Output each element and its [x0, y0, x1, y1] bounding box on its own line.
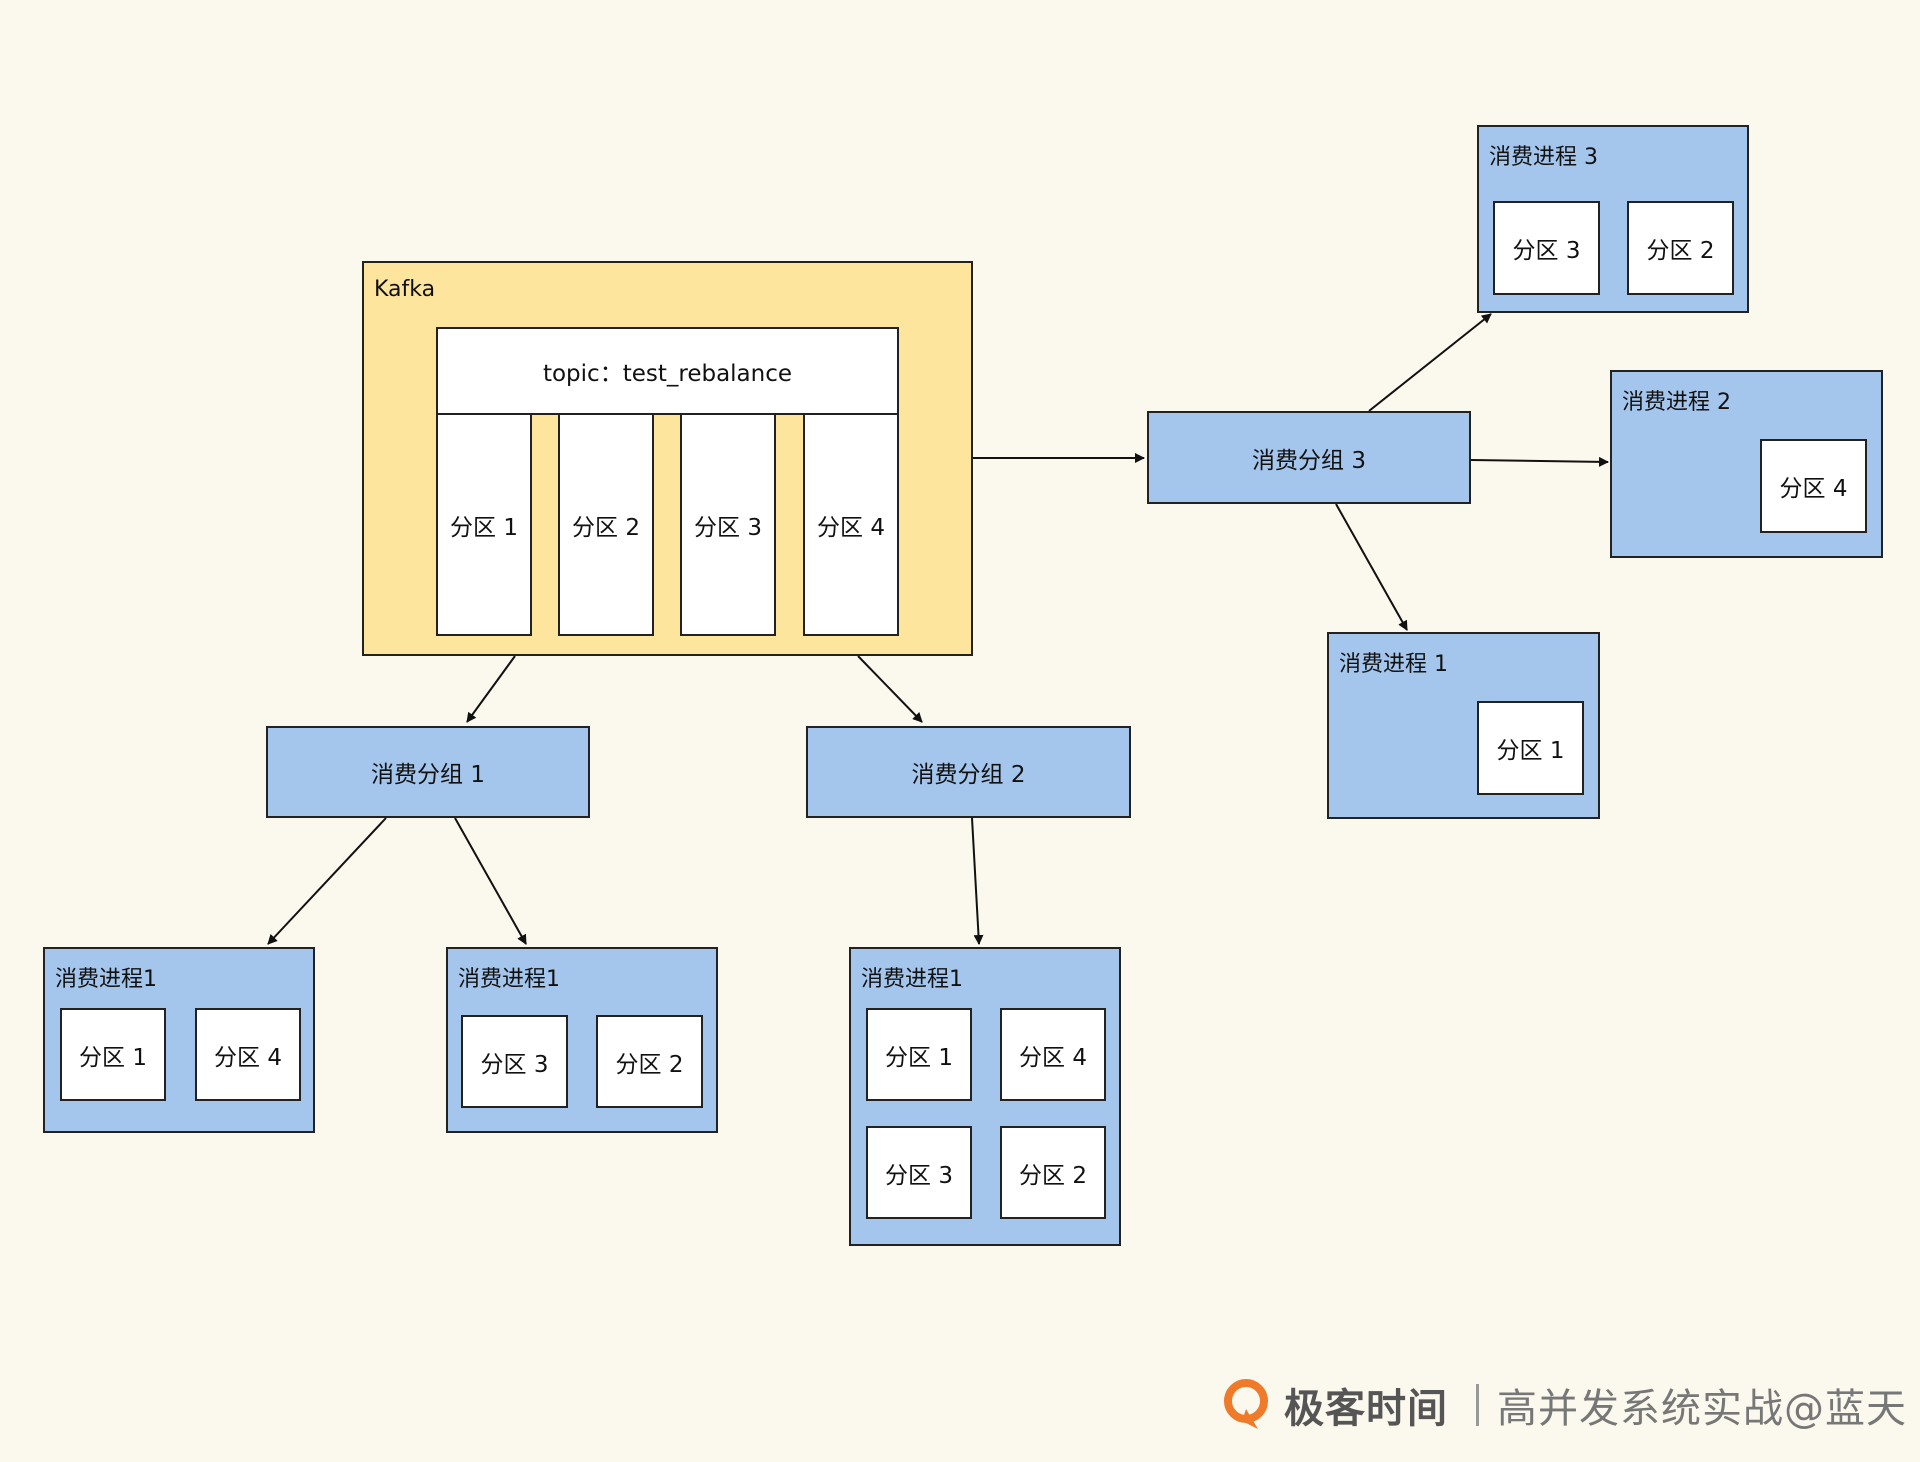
edge-group-1-to-process-a — [267, 817, 387, 945]
footer-divider — [1476, 1384, 1479, 1426]
partition-label: 分区 4 — [1019, 1044, 1087, 1071]
consumer-process-g1b-title: 消费进程1 — [458, 967, 560, 992]
edge-kafka-to-group-2 — [857, 655, 923, 723]
consumer-group-3-label: 消费分组 3 — [1252, 447, 1366, 474]
partition-label: 分区 2 — [1019, 1162, 1087, 1189]
process-g1b-partition-b: 分区 2 — [596, 1015, 703, 1108]
partition-label: 分区 4 — [1779, 476, 1848, 502]
partition-label: 分区 3 — [885, 1162, 953, 1189]
process-g1a-partition-b: 分区 4 — [195, 1008, 301, 1101]
consumer-group-1-label: 消费分组 1 — [371, 762, 485, 788]
consumer-process-g3-3-title: 消费进程 3 — [1489, 145, 1598, 170]
edge-group-1-to-process-b — [454, 817, 527, 945]
partition-label: 分区 3 — [1512, 238, 1581, 264]
topic-label: topic：test_rebalance — [542, 361, 793, 387]
consumer-group-3: 消费分组 3 — [1147, 411, 1471, 504]
process-g3-3-partition-b: 分区 2 — [1627, 201, 1734, 295]
consumer-process-g3-2-title: 消费进程 2 — [1622, 390, 1731, 415]
consumer-process-g1a-title: 消费进程1 — [55, 967, 157, 992]
kafka-title: Kafka — [374, 277, 436, 302]
process-g1a-partition-a: 分区 1 — [60, 1008, 166, 1101]
process-g3-2-partition-a: 分区 4 — [1760, 439, 1867, 533]
course-name: 高并发系统实战@蓝天 — [1497, 1386, 1907, 1432]
consumer-process-g2-title: 消费进程1 — [861, 967, 963, 992]
process-g1b-partition-a: 分区 3 — [461, 1015, 568, 1108]
process-g2-partition-b: 分区 4 — [1000, 1008, 1106, 1101]
kafka-partition-2-label: 分区 2 — [572, 514, 640, 541]
partition-label: 分区 3 — [480, 1051, 549, 1078]
footer-watermark: 极客时间 高并发系统实战@蓝天 — [1222, 1372, 1907, 1438]
partition-label: 分区 1 — [1496, 738, 1565, 764]
consumer-process-g3-1-title: 消费进程 1 — [1339, 652, 1448, 677]
edge-group-3-to-process-3 — [1368, 313, 1492, 412]
process-g2-partition-a: 分区 1 — [866, 1008, 972, 1101]
kafka-partition-2: 分区 2 — [558, 413, 654, 636]
geektime-logo-icon — [1222, 1379, 1274, 1431]
edge-kafka-to-group-1 — [466, 655, 516, 723]
kafka-partition-1-label: 分区 1 — [450, 514, 518, 541]
kafka-partition-3: 分区 3 — [680, 413, 776, 636]
process-g3-1-partition-a: 分区 1 — [1477, 701, 1584, 795]
topic-header: topic：test_rebalance — [436, 327, 899, 415]
kafka-partition-4: 分区 4 — [803, 413, 899, 636]
edge-group-2-to-process — [971, 817, 984, 945]
edge-group-3-to-process-2 — [1470, 456, 1609, 467]
kafka-partition-1: 分区 1 — [436, 413, 532, 636]
partition-label: 分区 4 — [214, 1044, 282, 1071]
partition-label: 分区 1 — [885, 1044, 953, 1071]
partition-label: 分区 2 — [615, 1051, 684, 1078]
consumer-group-2-label: 消费分组 2 — [911, 762, 1026, 788]
consumer-group-1: 消费分组 1 — [266, 726, 590, 818]
consumer-group-2: 消费分组 2 — [806, 726, 1131, 818]
brand-name: 极客时间 — [1284, 1386, 1448, 1432]
kafka-partition-4-label: 分区 4 — [817, 514, 885, 541]
edge-group-3-to-process-1 — [1335, 503, 1408, 631]
partition-label: 分区 1 — [79, 1044, 147, 1071]
kafka-partition-3-label: 分区 3 — [694, 514, 762, 541]
process-g2-partition-d: 分区 2 — [1000, 1126, 1106, 1219]
process-g2-partition-c: 分区 3 — [866, 1126, 972, 1219]
partition-label: 分区 2 — [1646, 238, 1715, 264]
process-g3-3-partition-a: 分区 3 — [1493, 201, 1600, 295]
